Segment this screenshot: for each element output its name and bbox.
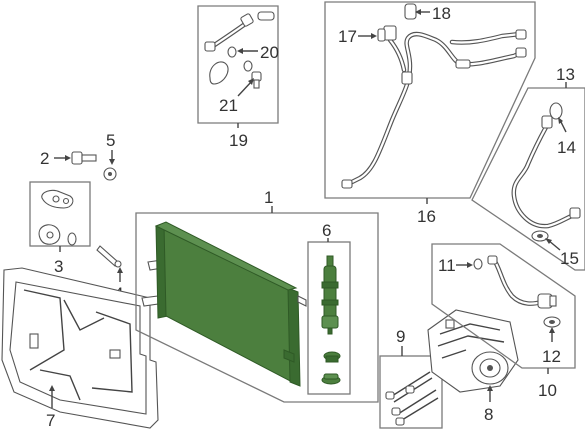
callout-8-label: 8 (484, 405, 493, 424)
callout-12: 12 (542, 316, 561, 366)
group-10-box (431, 243, 576, 369)
callout-21: 21 (219, 78, 254, 115)
callout-16: 16 (417, 198, 436, 226)
callout-11-label: 11 (438, 256, 456, 275)
callout-1-label: 1 (264, 188, 273, 207)
callout-20: 20 (237, 43, 279, 62)
group-16-box (324, 1, 536, 199)
callout-3-label: 3 (54, 257, 63, 276)
callout-18-label: 18 (432, 4, 451, 23)
drier-icon (321, 255, 341, 385)
callout-17: 17 (338, 27, 386, 46)
callout-16-label: 16 (417, 207, 436, 226)
support-frame-icon (1, 267, 159, 429)
group-9-box (379, 355, 443, 429)
nut-5-icon (103, 167, 117, 181)
group-19-box (197, 5, 279, 124)
callout-17-label: 17 (338, 27, 357, 46)
pin-4-icon (96, 245, 122, 268)
callout-20-label: 20 (260, 43, 279, 62)
callout-7-label: 7 (46, 411, 55, 430)
callout-12-label: 12 (542, 347, 561, 366)
seal-17-icon (377, 28, 386, 42)
callout-11: 11 (438, 256, 483, 275)
callout-7: 7 (46, 385, 55, 430)
compressor-icon (427, 309, 519, 393)
callout-15-label: 15 (560, 249, 579, 268)
callout-18: 18 (404, 3, 451, 23)
callout-15: 15 (531, 230, 579, 268)
o-ring-11-icon (473, 258, 483, 270)
callout-10-label: 10 (538, 381, 557, 400)
group-1-box (135, 212, 379, 403)
callout-14: 14 (549, 102, 576, 157)
callout-19: 19 (229, 123, 248, 150)
callout-6-label: 6 (322, 221, 331, 240)
callout-13: 13 (556, 65, 575, 88)
callout-8: 8 (484, 385, 493, 424)
callout-2: 2 (40, 149, 97, 168)
callout-13-label: 13 (556, 65, 575, 84)
callout-10: 10 (538, 368, 557, 400)
bolt-2-icon (71, 151, 97, 165)
cap-18-icon (404, 3, 417, 20)
callout-9-label: 9 (396, 327, 405, 346)
callout-21-label: 21 (219, 96, 238, 115)
callout-5-label: 5 (106, 131, 115, 150)
o-ring-14-icon (549, 102, 563, 120)
group-3-box (29, 181, 91, 247)
callout-9: 9 (396, 327, 405, 356)
condenser-icon (141, 221, 307, 387)
callout-2-label: 2 (40, 149, 49, 168)
group-13-box (471, 87, 585, 271)
callout-5: 5 (103, 131, 117, 181)
callout-6: 6 (322, 221, 331, 242)
group-6-box (307, 241, 351, 395)
callout-19-label: 19 (229, 131, 248, 150)
callout-3: 3 (54, 246, 63, 276)
callout-14-label: 14 (557, 138, 576, 157)
callout-1: 1 (264, 188, 273, 213)
